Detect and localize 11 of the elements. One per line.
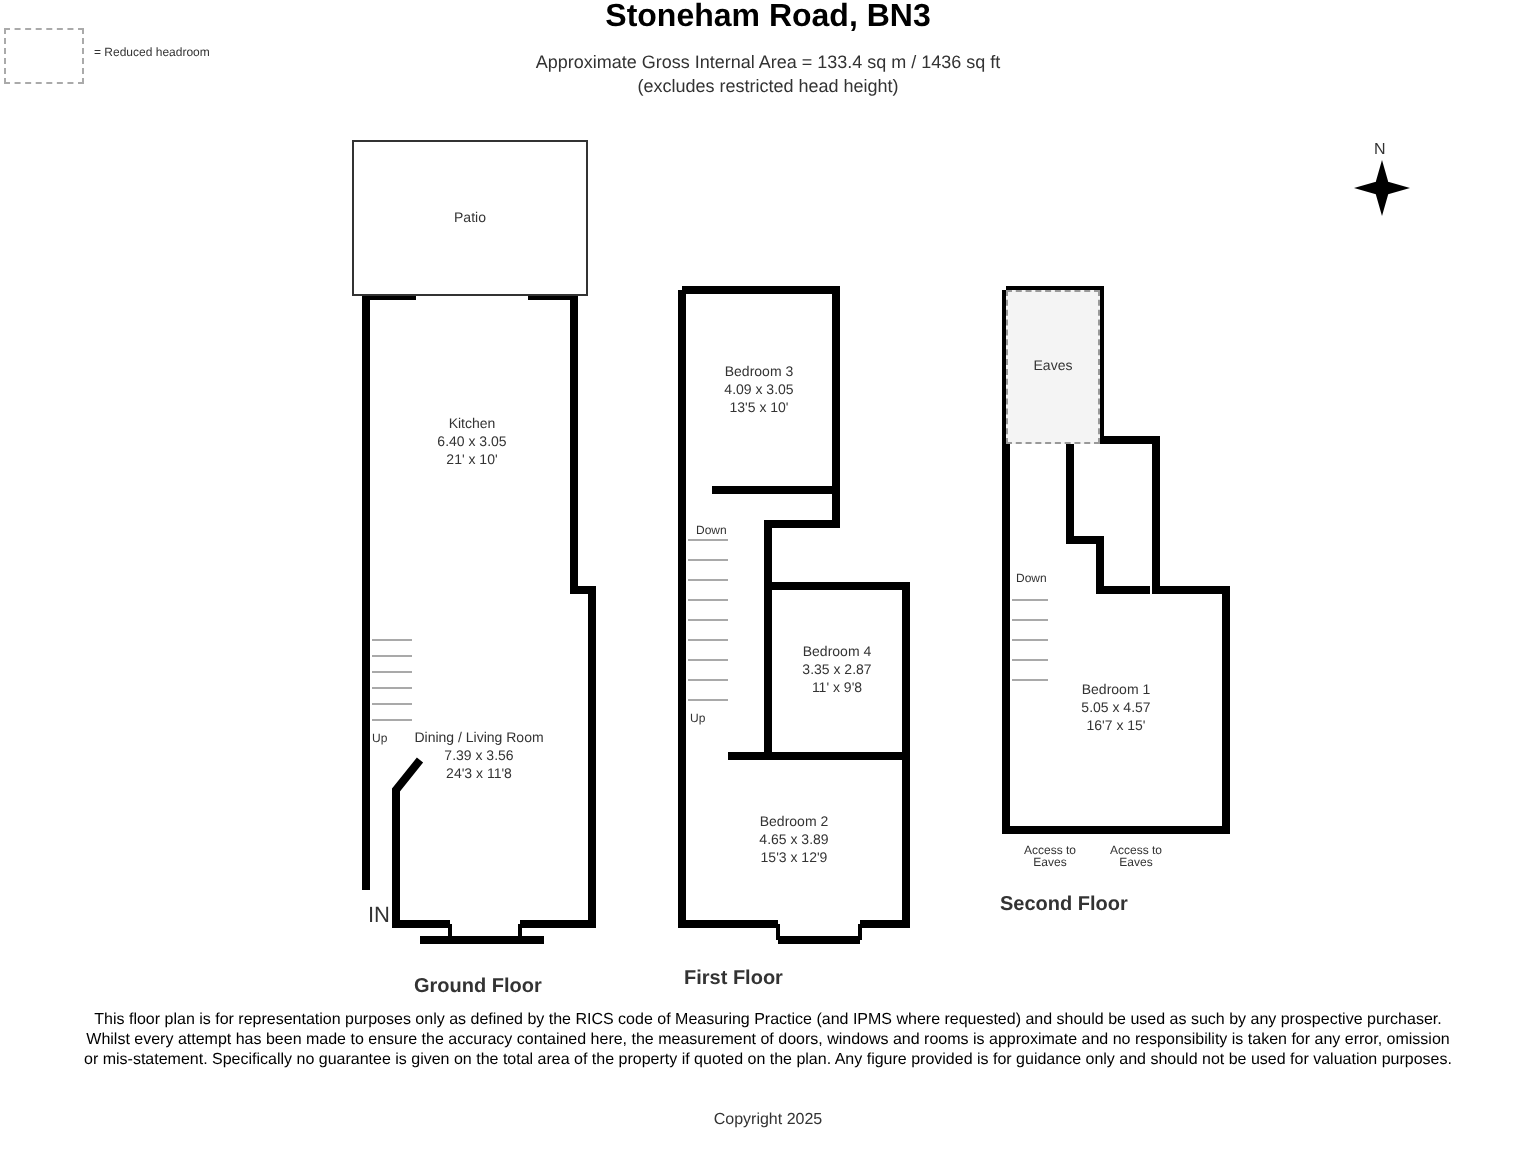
reduced-headroom-area xyxy=(1006,290,1100,444)
floor-label: Ground Floor xyxy=(414,976,542,998)
floor-label: Second Floor xyxy=(1000,894,1128,916)
patio-area xyxy=(352,140,588,296)
entrance-label: IN xyxy=(368,904,390,928)
copyright-text: Copyright 2025 xyxy=(711,1110,825,1128)
disclaimer-text: This floor plan is for representation purposes only as defined by the RICS code of Measuring Practice (and IPMS where requested) and should be used as such by any prospective purchaser. Whilst every attempt has been made to ensure the accuracy contained here, the measurement of doors, windows and rooms is approximate and no responsibility is taken for any error, omission or mis-statement. Specifically no guarantee is given on the total area of the property if quoted on the plan. Any figure provided is for guidance only and should not be used for valuation purposes. xyxy=(82,1010,1454,1070)
compass-letter: N xyxy=(1374,140,1386,158)
floor-label: First Floor xyxy=(684,968,783,990)
subtitle: (excludes restricted head height) xyxy=(635,76,901,96)
plan-title: Stoneham Road, BN3 xyxy=(603,0,933,36)
